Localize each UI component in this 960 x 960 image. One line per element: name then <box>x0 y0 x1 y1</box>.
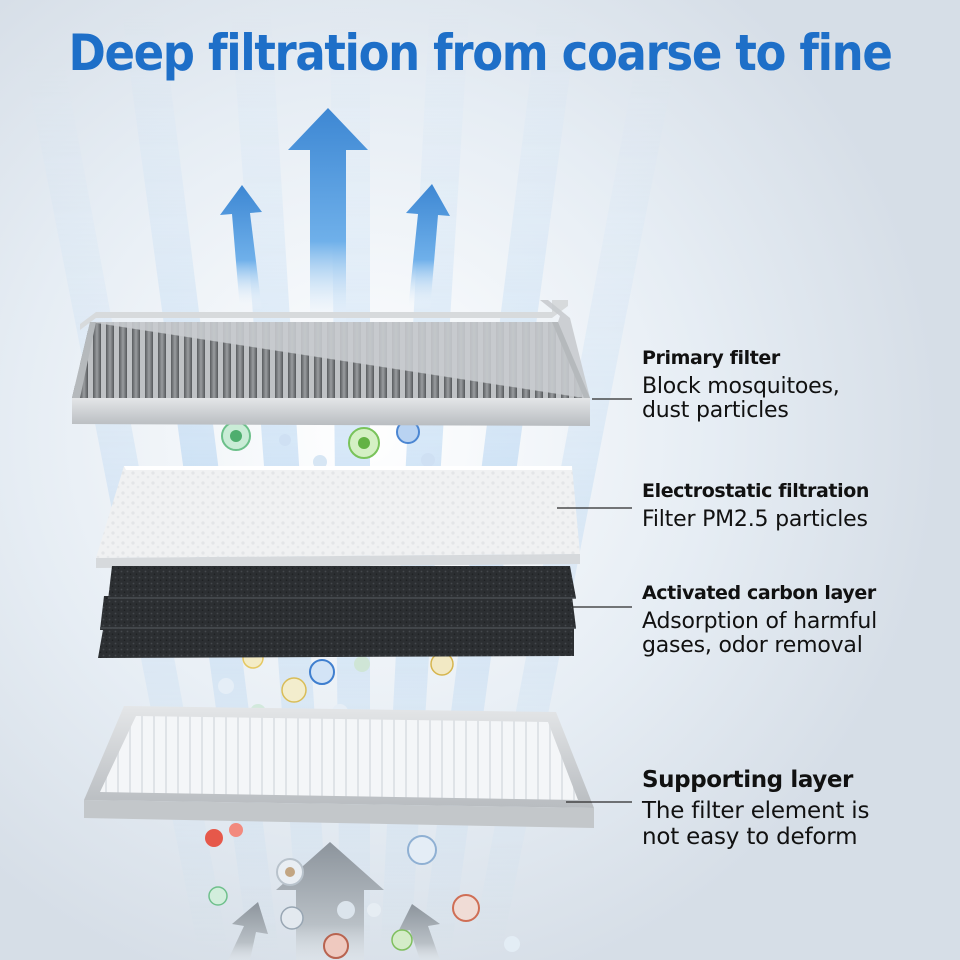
layer-name: Primary filter <box>642 347 780 369</box>
layer-description: Filter PM2.5 particles <box>642 506 868 532</box>
primary-filter-layer <box>72 300 590 426</box>
layer-description: Block mosquitoes,dust particles <box>642 373 840 424</box>
layer-name: Supporting layer <box>642 767 853 793</box>
layer-name: Activated carbon layer <box>642 582 876 604</box>
supporting-layer <box>84 706 594 828</box>
clean-air-arrows <box>220 108 450 330</box>
leader-lines <box>557 398 632 803</box>
layer-name: Electrostatic filtration <box>642 480 869 502</box>
layer-label-electrostatic: Electrostatic filtration Filter PM2.5 pa… <box>642 480 869 532</box>
electrostatic-layer <box>96 466 580 568</box>
page-title: Deep filtration from coarse to fine <box>68 24 892 82</box>
layer-label-activated-carbon: Activated carbon layer Adsorption of har… <box>642 582 877 659</box>
layer-label-primary-filter: Primary filter Block mosquitoes,dust par… <box>642 347 840 424</box>
activated-carbon-layer <box>98 566 576 658</box>
